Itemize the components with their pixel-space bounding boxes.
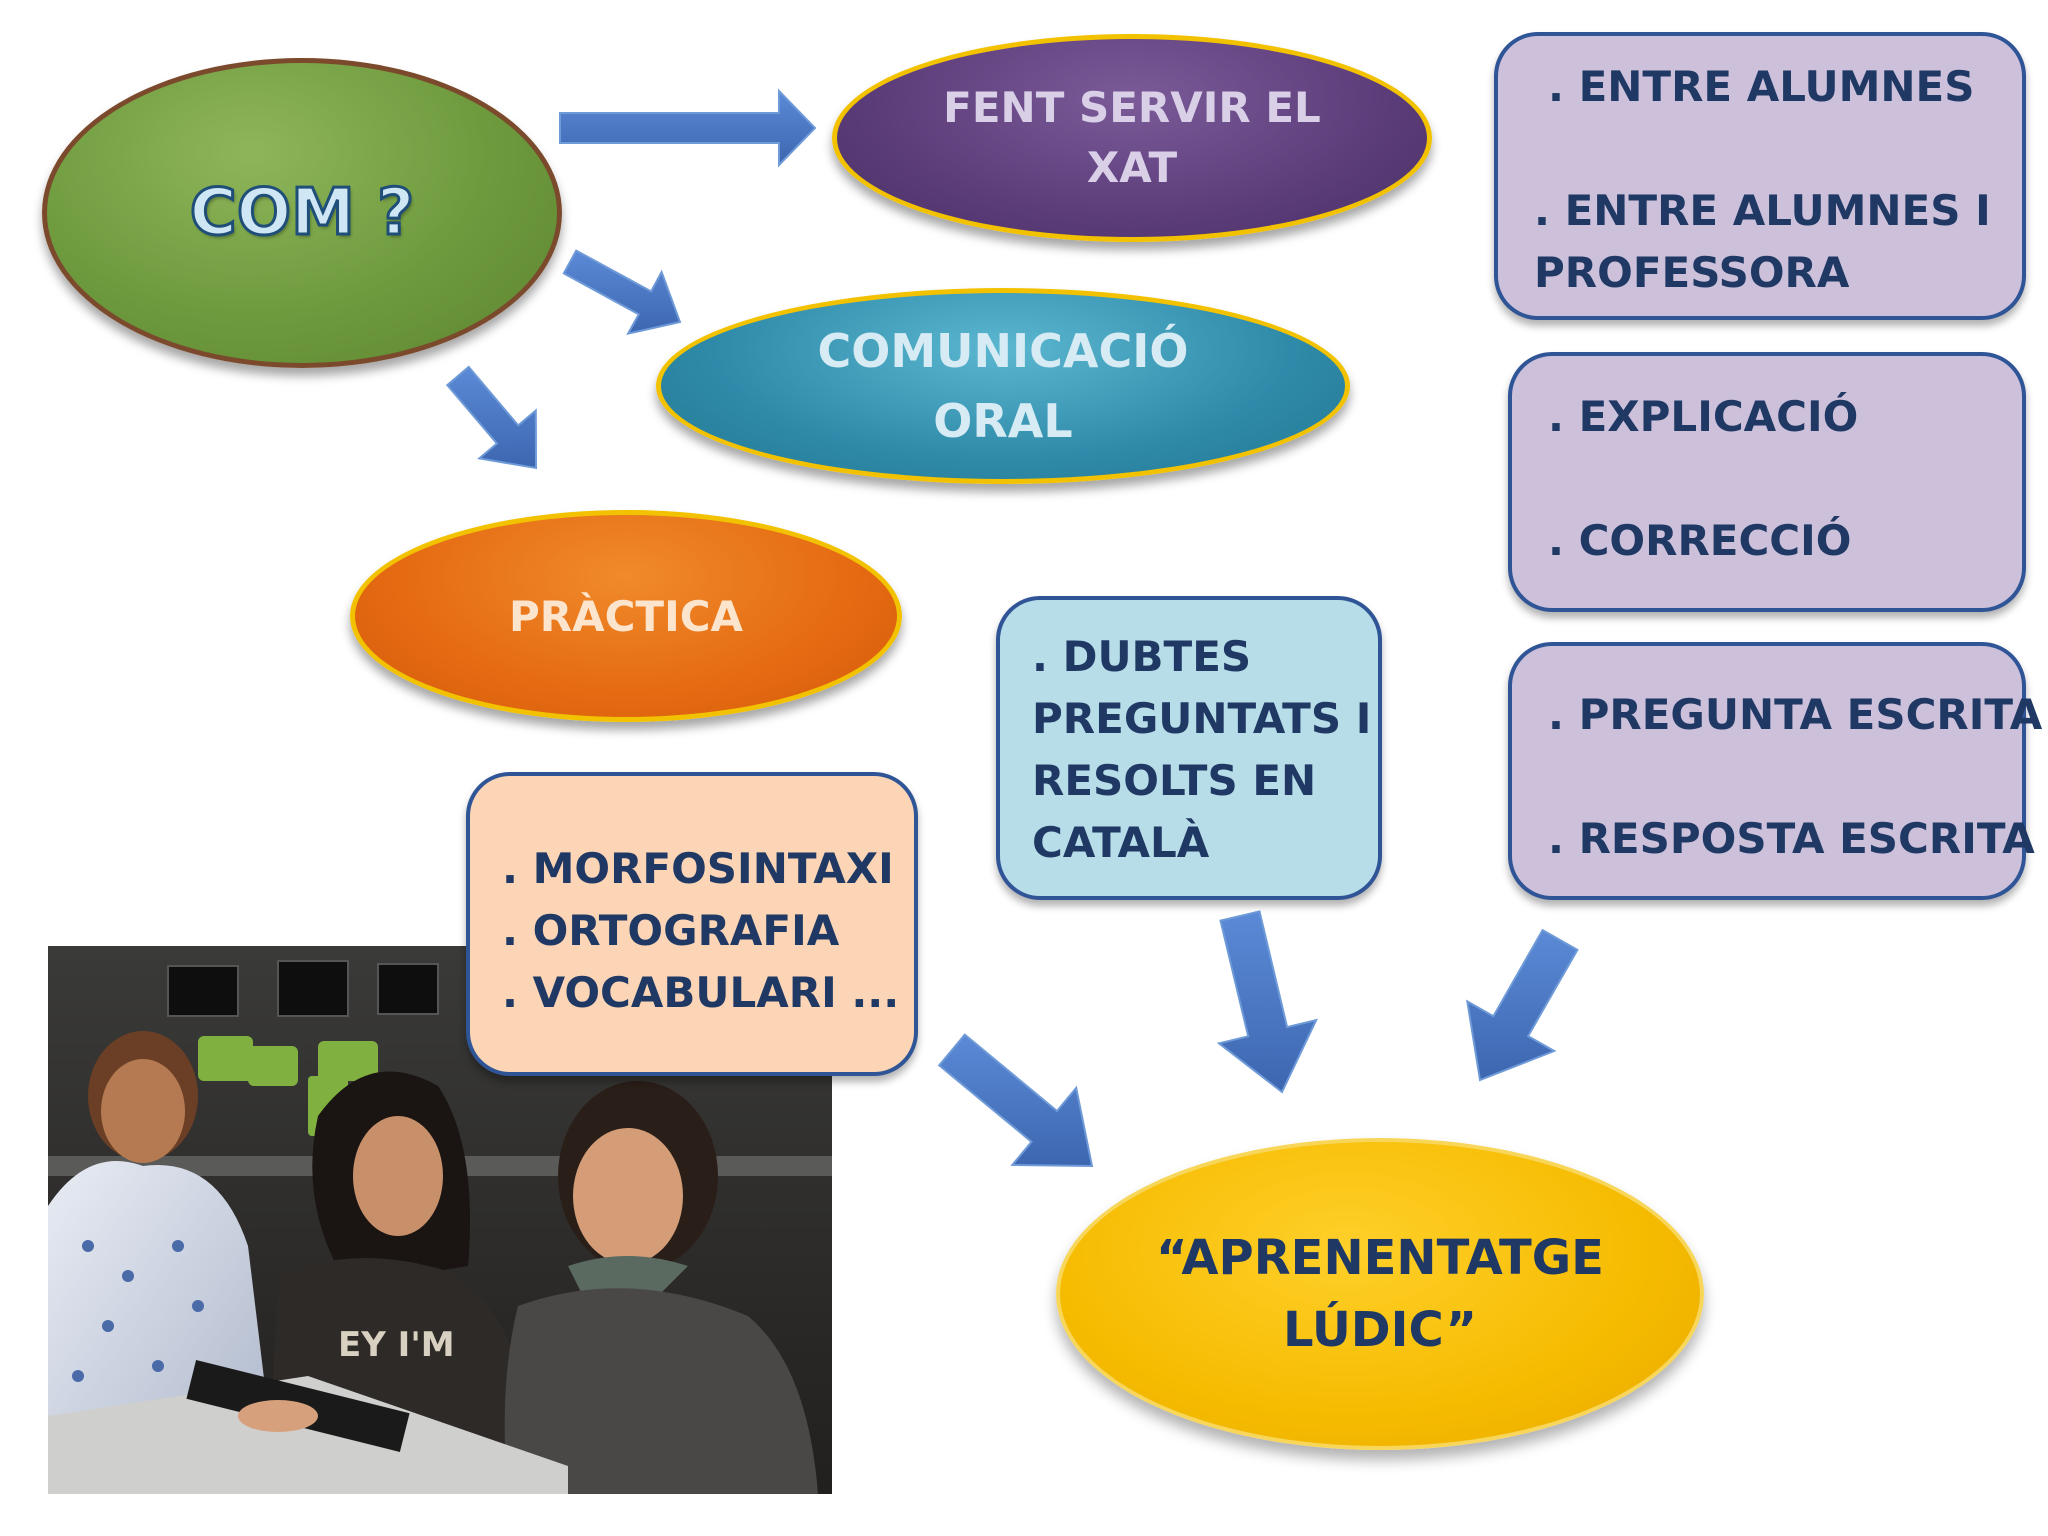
alumnes-line1: . ENTRE ALUMNES xyxy=(1548,62,1975,111)
ludic-label-line1: “APRENENTATGE xyxy=(1156,1230,1604,1286)
arrow-morfo-to-ludic xyxy=(937,1033,1094,1168)
oral-label-line1: COMUNICACIÓ xyxy=(817,324,1189,378)
escrita-line1: . PREGUNTA ESCRITA xyxy=(1548,690,2043,739)
dubtes-line2: PREGUNTATS I xyxy=(1032,694,1372,743)
alumnes-box: . ENTRE ALUMNES . ENTRE ALUMNES I PROFES… xyxy=(1494,32,2026,320)
morfo-line1: . MORFOSINTAXI xyxy=(502,844,894,893)
xat-label-line2: XAT xyxy=(1086,143,1178,192)
tshirt-print: EY I'M xyxy=(338,1325,455,1365)
escrita-box: . PREGUNTA ESCRITA . RESPOSTA ESCRITA xyxy=(1508,642,2043,900)
dubtes-line1: . DUBTES xyxy=(1032,632,1252,681)
com-node: COM ? xyxy=(42,58,562,368)
morfo-line2: . ORTOGRAFIA xyxy=(502,906,840,955)
xat-node: FENT SERVIR EL XAT xyxy=(832,34,1432,242)
ludic-node: “APRENENTATGE LÚDIC” xyxy=(1056,1138,1704,1450)
morfo-line3: . VOCABULARI ... xyxy=(502,968,900,1017)
arrow-dubtes-to-ludic xyxy=(1216,910,1319,1094)
dubtes-line4: CATALÀ xyxy=(1032,818,1210,867)
arrow-to-oral xyxy=(562,249,682,336)
explicacio-line1: . EXPLICACIÓ xyxy=(1548,392,1859,441)
escrita-line2: . RESPOSTA ESCRITA xyxy=(1548,814,2035,863)
alumnes-line2: . ENTRE ALUMNES I xyxy=(1534,186,1991,235)
arrow-escrita-to-ludic xyxy=(1465,928,1579,1082)
oral-node: COMUNICACIÓ ORAL xyxy=(656,288,1350,484)
arrow-to-xat xyxy=(559,88,817,168)
arrow-to-practica xyxy=(445,365,538,470)
dubtes-line3: RESOLTS EN xyxy=(1032,756,1317,805)
alumnes-line3: PROFESSORA xyxy=(1534,248,1850,297)
practica-node: PRÀCTICA xyxy=(350,510,902,722)
students-photo-drawing: EY I'M xyxy=(48,946,832,1494)
morfo-box: . MORFOSINTAXI . ORTOGRAFIA . VOCABULARI… xyxy=(466,772,918,1076)
oral-label-line2: ORAL xyxy=(933,394,1073,448)
com-label: COM ? xyxy=(188,175,415,252)
practica-label: PRÀCTICA xyxy=(508,591,744,641)
dubtes-box: . DUBTES PREGUNTATS I RESOLTS EN CATALÀ xyxy=(996,596,1382,900)
explicacio-box: . EXPLICACIÓ . CORRECCIÓ xyxy=(1508,352,2026,612)
explicacio-line2: . CORRECCIÓ xyxy=(1548,516,1852,565)
xat-label-line1: FENT SERVIR EL xyxy=(943,83,1321,132)
ludic-label-line2: LÚDIC” xyxy=(1282,1302,1478,1358)
